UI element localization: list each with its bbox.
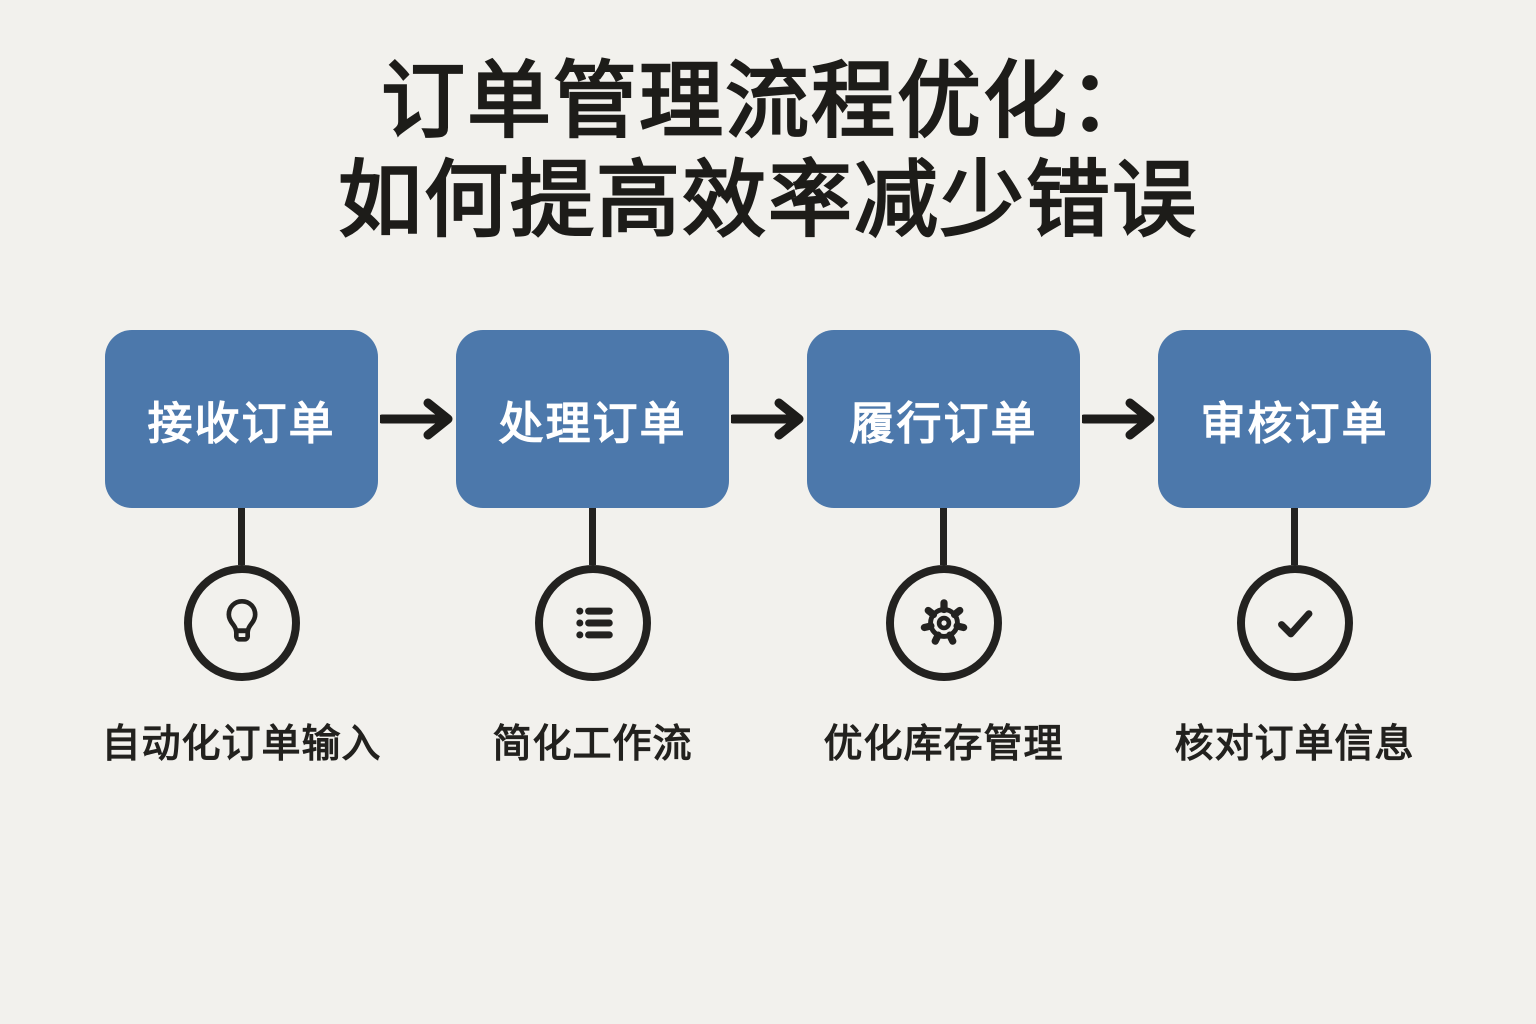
check-icon	[1264, 592, 1326, 654]
step-box-receive-order: 接收订单	[105, 330, 378, 508]
step-column-review-order: 审核订单 核对订单信息	[1158, 330, 1431, 769]
step-column-process-order: 处理订单 简化工作流	[456, 330, 729, 769]
page-title-line-1: 订单管理流程优化：	[380, 54, 1155, 148]
step-box-label: 履行订单	[849, 397, 1038, 449]
step-caption: 自动化订单输入	[101, 723, 382, 766]
step-box-process-order: 处理订单	[456, 330, 729, 508]
icon-circle	[534, 565, 651, 681]
lightbulb-icon	[211, 592, 273, 654]
vertical-connector-line	[589, 508, 596, 565]
vertical-connector-line	[238, 508, 245, 565]
step-caption: 核对订单信息	[1174, 723, 1415, 766]
step-box-review-order: 审核订单	[1158, 330, 1431, 508]
vertical-connector-line	[1291, 508, 1298, 565]
step-box-label: 审核订单	[1200, 397, 1389, 449]
page-title-line-2: 如何提高效率减少错误	[337, 153, 1198, 247]
right-arrow-icon	[380, 397, 454, 441]
list-icon	[562, 592, 624, 654]
gear-icon	[913, 592, 975, 654]
icon-circle	[183, 565, 300, 681]
step-box-label: 接收订单	[147, 397, 336, 449]
right-arrow-icon	[1082, 397, 1156, 441]
page-title: 订单管理流程优化： 如何提高效率减少错误	[0, 52, 1536, 250]
icon-circle	[1236, 565, 1353, 681]
step-column-receive-order: 接收订单 自动化订单输入	[102, 330, 381, 769]
step-box-fulfill-order: 履行订单	[807, 330, 1080, 508]
step-caption: 优化库存管理	[823, 723, 1064, 766]
process-flow: 接收订单 自动化订单输入 处理订单	[102, 330, 1431, 800]
step-box-label: 处理订单	[498, 397, 687, 449]
right-arrow-icon	[731, 397, 805, 441]
icon-circle	[885, 565, 1002, 681]
step-column-fulfill-order: 履行订单	[807, 330, 1080, 769]
step-caption: 简化工作流	[492, 723, 693, 766]
vertical-connector-line	[940, 508, 947, 565]
